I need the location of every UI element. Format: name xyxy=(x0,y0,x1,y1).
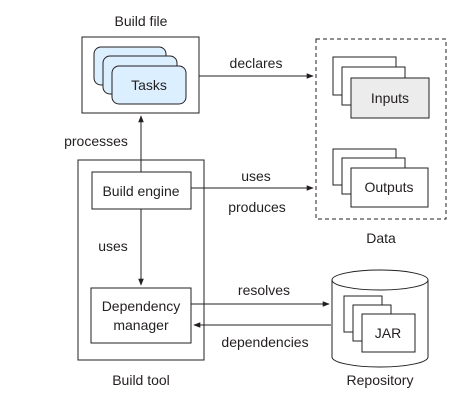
processes-label: processes xyxy=(64,133,128,149)
repository-caption: Repository xyxy=(347,372,414,388)
jar-box xyxy=(361,313,416,353)
build-engine-label: Build engine xyxy=(102,183,179,199)
tasks-label: Tasks xyxy=(131,77,167,93)
uses-dependency-label: uses xyxy=(98,238,128,254)
inputs-box xyxy=(350,77,430,119)
dependency-manager-label-line1: Dependency xyxy=(102,298,181,314)
tasks-box xyxy=(111,65,187,105)
build-tool-caption: Build tool xyxy=(112,372,170,388)
data-caption: Data xyxy=(366,230,396,246)
inputs-label: Inputs xyxy=(371,90,409,106)
uses-data-label: uses xyxy=(241,168,271,184)
dependency-manager-label-line2: manager xyxy=(113,317,169,333)
dependency-manager-box xyxy=(90,287,192,344)
dependencies-label: dependencies xyxy=(221,334,308,350)
data-group xyxy=(315,38,447,220)
build-engine-box xyxy=(91,171,192,210)
declares-label: declares xyxy=(230,55,283,71)
produces-label: produces xyxy=(228,199,286,215)
resolves-label: resolves xyxy=(238,282,290,298)
build-file-caption: Build file xyxy=(115,13,168,29)
repository-cylinder-top xyxy=(331,269,429,291)
jar-label: JAR xyxy=(375,325,401,341)
outputs-label: Outputs xyxy=(364,179,413,195)
outputs-box xyxy=(350,167,429,208)
